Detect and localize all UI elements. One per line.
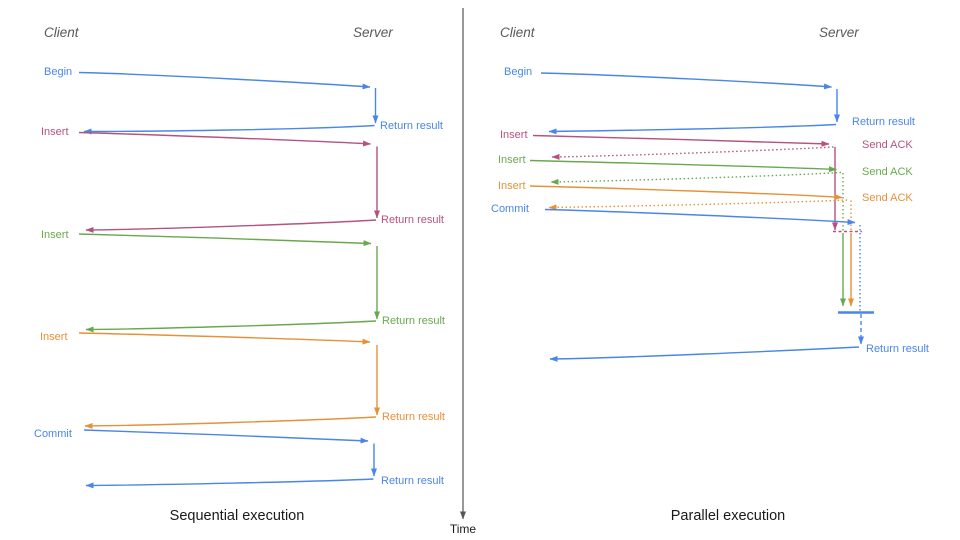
insert1-exchange: Insert Send ACK <box>500 129 913 233</box>
ack-dotted-arrow <box>550 171 842 185</box>
request-arrow <box>529 159 837 173</box>
request-label: Begin <box>504 66 532 78</box>
request-label: Commit <box>491 203 529 215</box>
begin-exchange: Begin Return result <box>44 66 443 135</box>
request-label: Insert <box>500 129 528 141</box>
client-header: Client <box>500 25 536 40</box>
request-label: Insert <box>40 331 68 343</box>
request-arrow <box>78 71 371 90</box>
request-label: Commit <box>34 428 72 440</box>
response-arrow <box>549 346 860 362</box>
ack-dotted-arrow <box>551 146 834 160</box>
server-header: Server <box>819 25 859 40</box>
send-ack-label: Send ACK <box>862 166 913 178</box>
return-result-label: Return result <box>381 475 444 487</box>
insert2-exchange: Insert Return result <box>41 229 445 333</box>
request-label: Insert <box>41 126 69 138</box>
response-arrow <box>84 416 377 429</box>
parallel-panel: Client Server Begin Return result Insert… <box>491 25 929 524</box>
response-arrow <box>83 124 375 135</box>
request-arrow <box>78 131 371 147</box>
send-ack-label: Send ACK <box>862 192 913 204</box>
request-arrow <box>78 233 372 247</box>
return-result-label: Return result <box>382 411 445 423</box>
panel-caption: Sequential execution <box>170 508 305 524</box>
response-arrow <box>548 123 837 135</box>
request-label: Begin <box>44 66 72 78</box>
sequential-panel: Client Server Begin Return result Insert… <box>34 25 445 524</box>
request-arrow <box>540 72 832 90</box>
time-axis: Time <box>450 8 477 536</box>
return-result-label: Return result <box>382 315 445 327</box>
ack-dotted-arrow <box>548 199 848 211</box>
request-label: Insert <box>41 229 69 241</box>
return-result-label: Return result <box>380 120 443 132</box>
request-arrow <box>532 134 830 147</box>
request-label: Insert <box>498 180 526 192</box>
send-ack-label: Send ACK <box>862 139 913 151</box>
panel-caption: Parallel execution <box>671 508 785 524</box>
commit-exchange: Commit Return result <box>34 428 444 489</box>
insert3-exchange: Insert Send ACK <box>498 180 913 307</box>
request-arrow <box>83 429 369 444</box>
return-result-label: Return result <box>866 343 929 355</box>
commit-exchange: Commit Return result <box>491 203 929 362</box>
server-header: Server <box>353 25 393 40</box>
insert3-exchange: Insert Return result <box>40 331 445 429</box>
response-arrow <box>85 320 377 333</box>
time-axis-label: Time <box>450 522 477 536</box>
client-header: Client <box>44 25 80 40</box>
request-arrow <box>544 208 856 226</box>
request-arrow <box>78 332 371 345</box>
request-label: Insert <box>498 154 526 166</box>
return-result-label: Return result <box>852 116 915 128</box>
request-arrow <box>529 185 843 201</box>
begin-exchange: Begin Return result <box>504 66 915 135</box>
response-arrow <box>85 478 374 489</box>
response-arrow <box>85 219 377 233</box>
return-result-label: Return result <box>381 214 444 226</box>
insert1-exchange: Insert Return result <box>41 126 444 233</box>
